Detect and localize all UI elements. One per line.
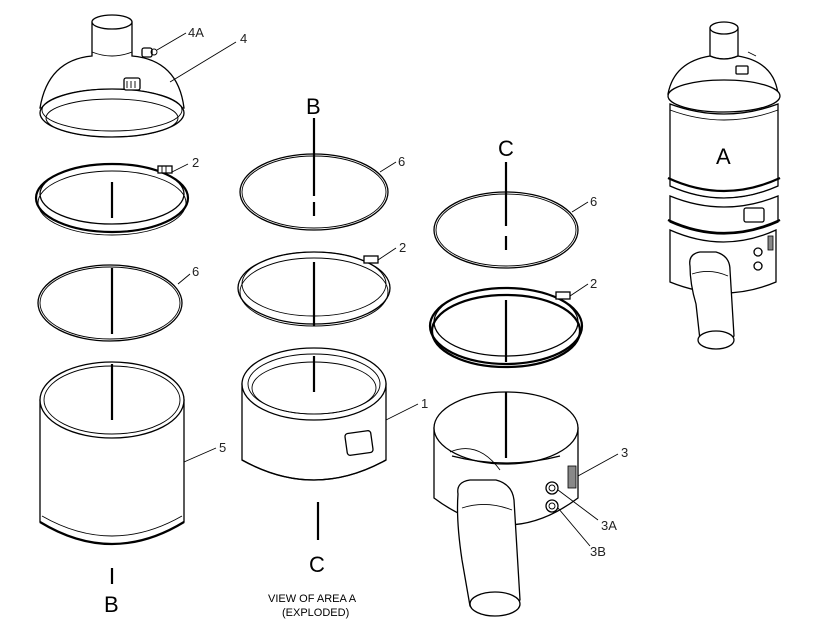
callout-3: 3: [621, 445, 628, 460]
section-label-a: A: [716, 144, 731, 169]
leader-6-left: [177, 273, 191, 285]
callout-6-left: 6: [192, 264, 199, 279]
part-4-cover: [39, 14, 185, 138]
section-label-b-top: B: [306, 94, 321, 119]
caption-line-1: VIEW OF AREA A: [268, 593, 357, 605]
leader-1: [385, 403, 419, 421]
leader-3a: [557, 489, 599, 521]
callout-4: 4: [240, 31, 247, 46]
callout-3b: 3B: [590, 544, 606, 559]
section-label-b-bottom: B: [104, 592, 119, 617]
callout-1: 1: [421, 396, 428, 411]
leader-5: [183, 447, 217, 463]
part-6-seal-left: [37, 264, 183, 342]
leader-6-mid: [379, 161, 397, 173]
leader-2-left: [171, 163, 189, 173]
caption-line-2: (EXPLODED): [282, 607, 349, 619]
leader-6-right: [571, 201, 589, 213]
callout-3a: 3A: [601, 518, 617, 533]
callout-6-mid: 6: [398, 154, 405, 169]
part-4a-fitting: [141, 47, 158, 58]
part-2-clamp-left: [34, 162, 190, 236]
part-2-clamp-right: [428, 286, 584, 369]
callout-2-left: 2: [192, 155, 199, 170]
section-label-c-bottom: C: [309, 552, 325, 577]
leader-3b: [557, 507, 591, 547]
callout-2-right: 2: [590, 276, 597, 291]
leader-3: [577, 453, 619, 477]
leader-4a: [156, 32, 187, 51]
part-3-elbow-pipe: [456, 479, 521, 617]
callout-4a: 4A: [188, 25, 204, 40]
leader-2-mid: [377, 247, 397, 261]
callout-5: 5: [219, 440, 226, 455]
leader-4: [169, 41, 237, 83]
section-label-c-top: C: [498, 136, 514, 161]
callout-2-mid: 2: [399, 240, 406, 255]
assembled-filter-view: [667, 21, 781, 350]
leader-2-right: [569, 283, 589, 297]
mid-axis-line: [312, 118, 320, 540]
callout-6-right: 6: [590, 194, 597, 209]
